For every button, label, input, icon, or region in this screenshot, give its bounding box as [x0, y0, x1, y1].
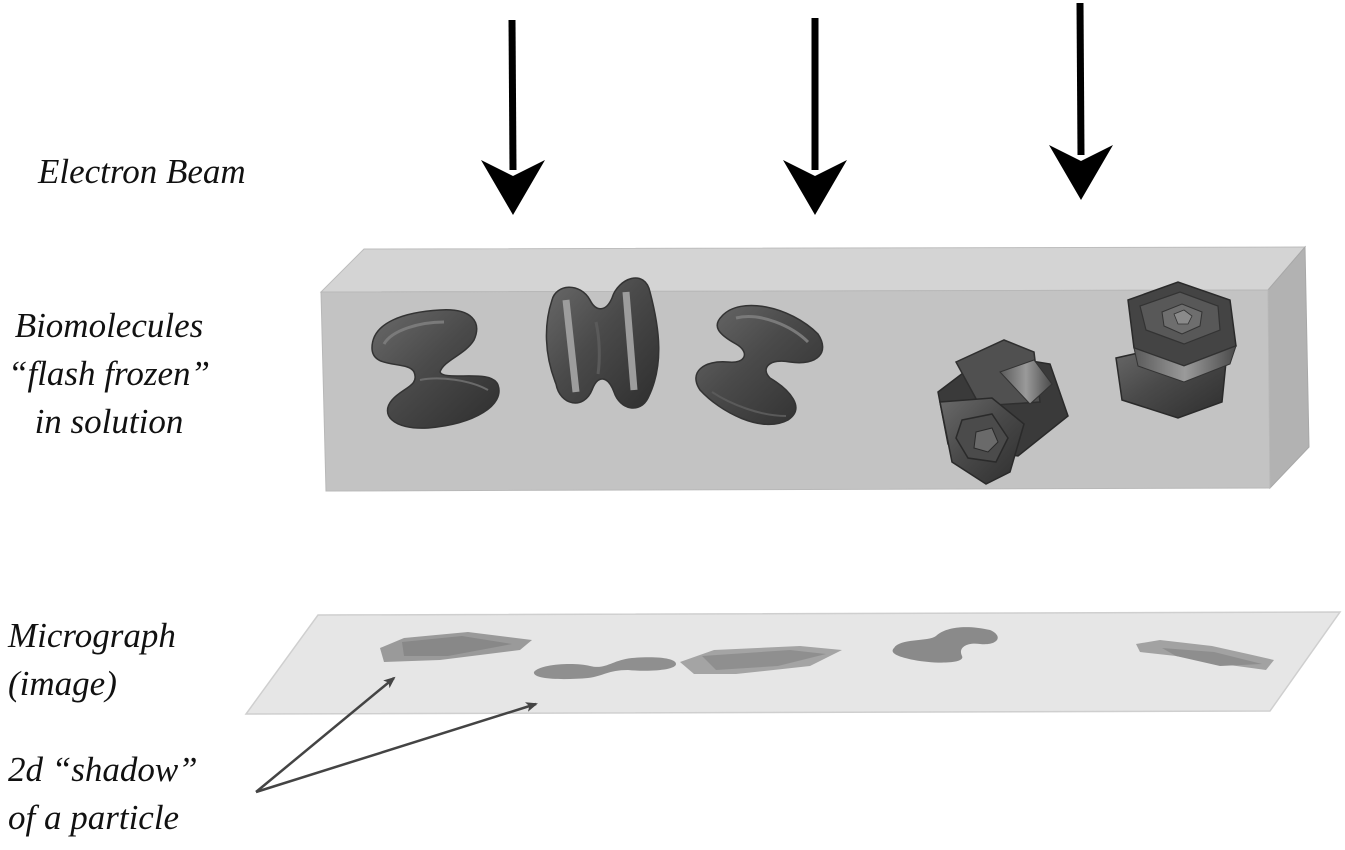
beam-arrow-1 — [481, 19, 545, 215]
biomolecules-label: Biomolecules “flash frozen” in solution — [8, 306, 210, 441]
molecule-hexagon-1 — [937, 339, 1069, 485]
shadow-pointer-arrows — [255, 676, 538, 794]
shadow-1 — [380, 632, 532, 662]
shadow-4 — [892, 627, 998, 663]
shadow-2 — [533, 657, 676, 680]
electron-beam-label: Electron Beam — [38, 152, 246, 191]
electron-beam-arrows — [481, 2, 1113, 215]
micrograph-label: Micrograph (image) — [8, 616, 176, 703]
shadow-3 — [680, 646, 842, 674]
beam-arrow-3 — [1049, 2, 1113, 200]
molecule-spool-1 — [371, 309, 500, 429]
molecule-spool-3 — [695, 304, 824, 426]
molecule-hexagon-2 — [1115, 281, 1237, 419]
ice-block-top — [319, 246, 1307, 293]
pointer-arrow-2 — [255, 702, 538, 794]
ice-block-side — [1267, 245, 1310, 490]
beam-arrow-2 — [783, 18, 847, 215]
shadow-label: 2d “shadow” of a particle — [8, 750, 198, 837]
molecule-spool-2 — [545, 277, 660, 409]
particle-shadows — [380, 627, 1274, 680]
pointer-arrow-1 — [255, 676, 396, 793]
shadow-5 — [1136, 640, 1274, 670]
biomolecules — [371, 277, 1237, 485]
